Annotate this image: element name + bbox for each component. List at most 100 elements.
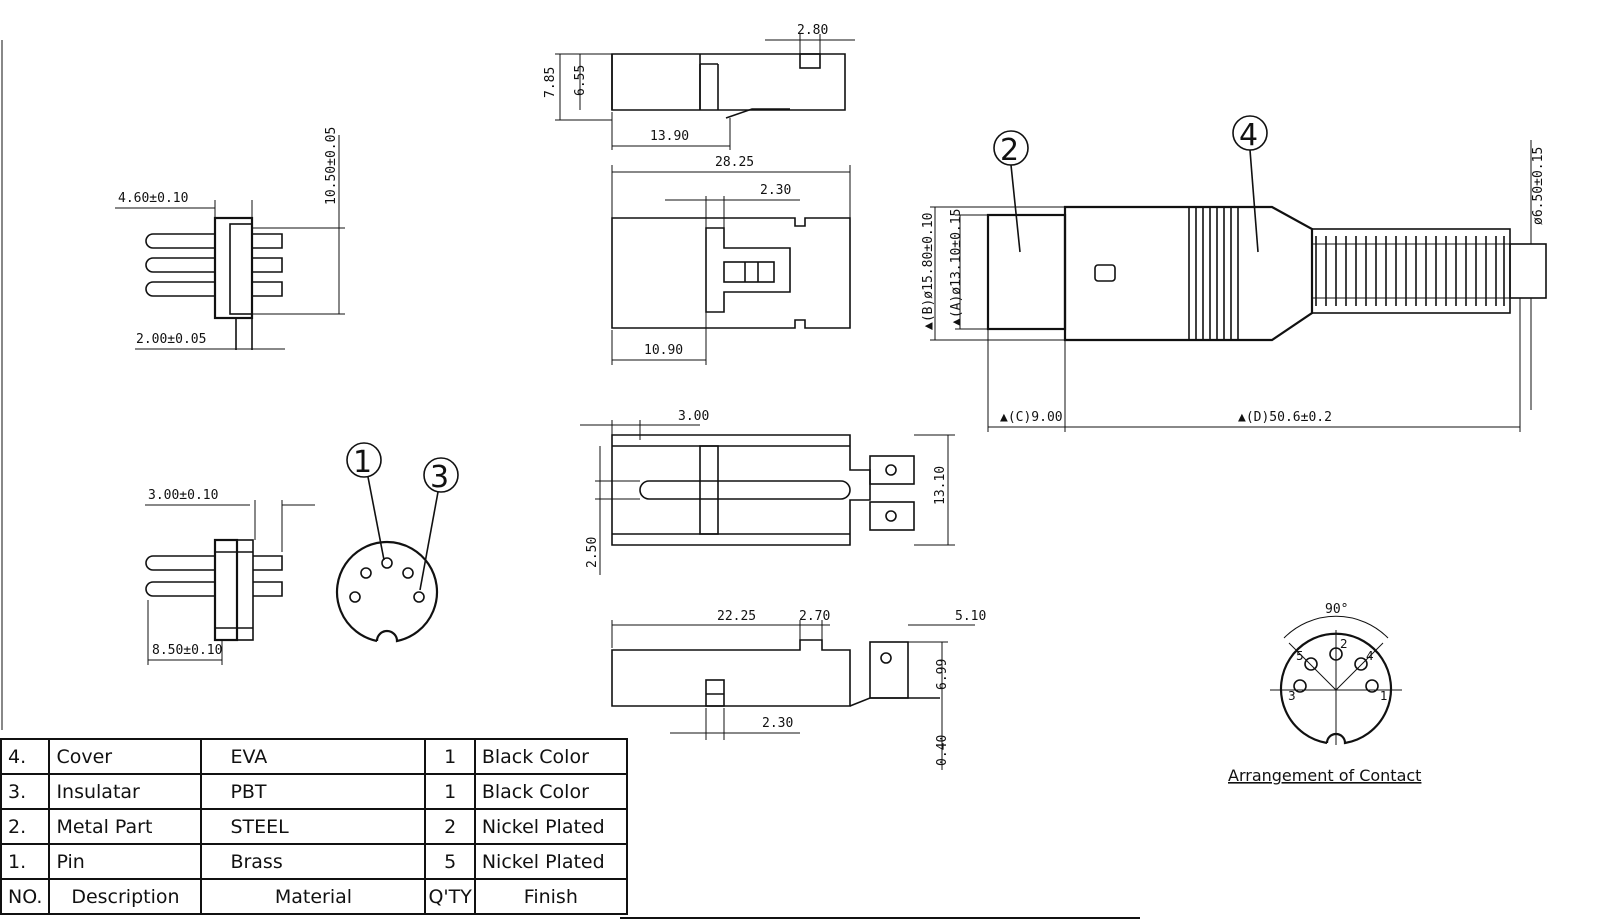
dim-overall-length: 28.25 <box>715 155 754 170</box>
bottom-rule <box>620 917 1140 919</box>
dim-top-view-height-inner: 6.55 <box>573 65 588 96</box>
callout-3-label: 3 <box>430 460 449 495</box>
contact-pin <box>1329 647 1343 661</box>
bom-description: Pin <box>48 843 203 880</box>
callout-1-bubble <box>346 442 382 478</box>
strain-relief <box>1311 228 1511 314</box>
table-row: 2. Metal Part STEEL 2 Nickel Plated <box>0 808 628 845</box>
dim-top-view-length: 13.90 <box>650 129 689 144</box>
table-row: 3. Insulatar PBT 1 Black Color <box>0 773 628 810</box>
dim-section-offset: 2.50 <box>585 537 600 568</box>
dim-bottom-tab: 5.10 <box>955 609 986 624</box>
bom-qty: 2 <box>424 808 476 845</box>
callout-1-label: 1 <box>353 445 372 480</box>
bom-header-material: Material <box>200 878 427 915</box>
table-row: 1. Pin Brass 5 Nickel Plated <box>0 843 628 880</box>
bom-qty: 1 <box>424 738 476 775</box>
contact-pin <box>1293 679 1307 693</box>
contact-pin-label: 2 <box>1340 637 1348 651</box>
dim-bottom-step: 2.70 <box>799 609 830 624</box>
dim-bottom-height: 6.99 <box>935 659 950 690</box>
bom-no: 3. <box>0 773 51 810</box>
dim-pin-offset: 3.00±0.10 <box>148 488 218 503</box>
contact-pin-label: 3 <box>1288 689 1296 703</box>
pin-profile-view: 3.00±0.10 8.50±0.10 <box>145 488 315 665</box>
dim-section-height: 13.10 <box>933 466 948 505</box>
bom-no: 1. <box>0 843 51 880</box>
dim-pin-side-height: 10.50±0.05 <box>324 127 339 205</box>
top-view: 2.80 7.85 6.55 13.90 <box>543 23 855 150</box>
contact-pin-label: 1 <box>1380 689 1388 703</box>
callout-2-label: 2 <box>1000 133 1019 168</box>
bom-header-description: Description <box>48 878 203 915</box>
bom-material: EVA <box>200 738 427 775</box>
front-face-outline <box>335 540 439 643</box>
dim-pin-spacing: 2.00±0.05 <box>136 332 206 347</box>
front-shell <box>986 213 1067 331</box>
grip-rings <box>1188 207 1239 340</box>
contact-pin-label: 5 <box>1296 649 1304 663</box>
bom-finish: Black Color <box>473 738 628 775</box>
contact-pin <box>1365 679 1379 693</box>
bill-of-materials-table: 4. Cover EVA 1 Black Color 3. Insulatar … <box>0 738 628 915</box>
dim-slot-width: 2.30 <box>760 183 791 198</box>
dim-bottom-thickness: 0.40 <box>935 735 950 766</box>
dim-pin-side-width: 4.60±0.10 <box>118 191 188 206</box>
contact-angle: 90° <box>1325 602 1348 617</box>
bottom-body <box>611 639 851 707</box>
front-face-pin <box>402 567 414 579</box>
contact-pin-label: 4 <box>1366 649 1374 663</box>
dim-top-view-height-outer: 7.85 <box>543 67 558 98</box>
section-view: 3.00 13.10 2.50 <box>580 409 955 575</box>
bom-description: Insulatar <box>48 773 203 810</box>
top-view-outline <box>611 53 846 111</box>
bom-material: PBT <box>200 773 427 810</box>
front-view: 28.25 2.30 10.90 <box>611 155 851 365</box>
dim-top-view-width: 2.80 <box>797 23 828 38</box>
dim-section-slot: 3.00 <box>678 409 709 424</box>
bom-material: Brass <box>200 843 427 880</box>
cable-stub <box>1509 243 1547 299</box>
front-face-pin <box>413 591 425 603</box>
bom-finish: Nickel Plated <box>473 843 628 880</box>
dim-bottom-slot: 2.30 <box>762 716 793 731</box>
callout-4-label: 4 <box>1239 118 1258 153</box>
front-face-pin <box>349 591 361 603</box>
dim-bottom-length: 22.25 <box>717 609 756 624</box>
front-view-body <box>611 217 851 329</box>
bottom-view: 22.25 2.70 5.10 6.99 0.40 2.30 <box>611 609 986 770</box>
bom-qty: 1 <box>424 773 476 810</box>
dim-pin-length: 8.50±0.10 <box>152 643 222 658</box>
bom-material: STEEL <box>200 808 427 845</box>
front-face-pin <box>360 567 372 579</box>
dim-diameter-a: ▲(A)ø13.10±0.15 <box>949 209 964 326</box>
table-header-row: NO. Description Material Q'TY Finish <box>0 878 628 915</box>
dim-length-c: ▲(C)9.00 <box>1000 410 1063 425</box>
bom-no: 4. <box>0 738 51 775</box>
table-row: 4. Cover EVA 1 Black Color <box>0 738 628 775</box>
contact-arrangement: 90° 1 2 3 4 5 Arrangement of Contact <box>1228 602 1421 785</box>
dim-front-offset: 10.90 <box>644 343 683 358</box>
contact-pin <box>1354 657 1368 671</box>
front-face-view: 1 3 <box>335 442 459 643</box>
contact-pin <box>1304 657 1318 671</box>
contact-outline <box>1279 632 1393 745</box>
side-profile-view: ø6.50±0.15 ▲(B)ø15.80±0.10 ▲(A)ø13.10±0.… <box>921 115 1547 432</box>
bom-header-no: NO. <box>0 878 51 915</box>
dim-diameter-b: ▲(B)ø15.80±0.10 <box>921 213 936 330</box>
dim-cable-diameter: ø6.50±0.15 <box>1531 147 1546 225</box>
bom-finish: Black Color <box>473 773 628 810</box>
bom-no: 2. <box>0 808 51 845</box>
bom-finish: Nickel Plated <box>473 808 628 845</box>
bom-header-qty: Q'TY <box>424 878 476 915</box>
bom-description: Cover <box>48 738 203 775</box>
section-body <box>611 434 871 546</box>
callout-3-bubble <box>423 457 459 493</box>
bom-description: Metal Part <box>48 808 203 845</box>
dim-length-d: ▲(D)50.6±0.2 <box>1238 410 1332 425</box>
front-face-pin <box>381 557 393 569</box>
bom-qty: 5 <box>424 843 476 880</box>
bom-header-finish: Finish <box>473 878 628 915</box>
